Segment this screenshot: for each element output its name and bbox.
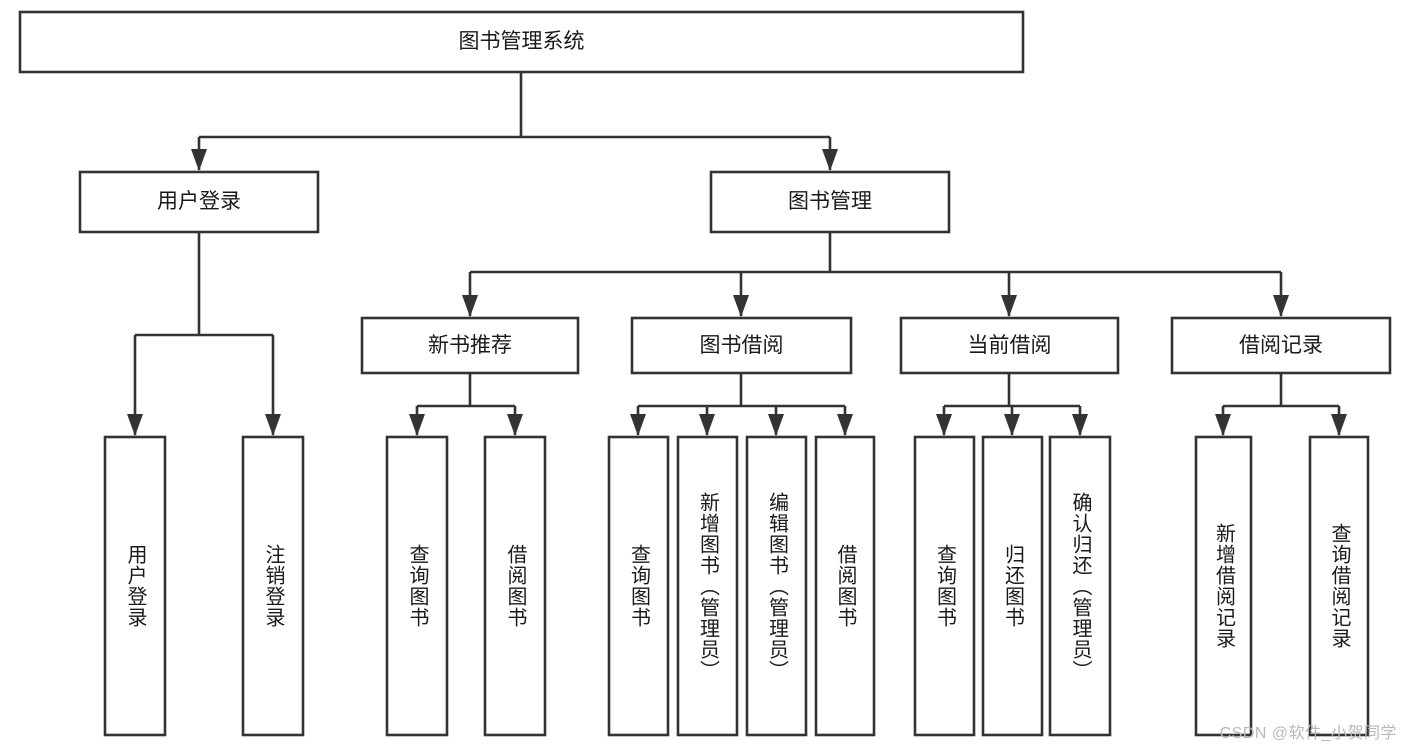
arrow-head-icon — [507, 414, 523, 436]
arrow-head-icon — [837, 414, 853, 436]
arrow-head-icon — [191, 149, 207, 171]
arrow-head-icon — [462, 295, 478, 317]
arrow-head-icon — [409, 414, 425, 436]
node-box-leaf-10[interactable] — [1048, 435, 1112, 737]
node-box-leaf-9[interactable] — [981, 435, 1044, 737]
connector-edges-layer — [127, 72, 1347, 436]
node-box-leaf-12[interactable] — [1308, 435, 1370, 737]
arrow-head-icon — [127, 414, 143, 436]
node-box-level2-0[interactable] — [360, 316, 580, 375]
arrow-head-icon — [1331, 414, 1347, 436]
node-box-leaf-11[interactable] — [1194, 435, 1253, 737]
csdn-watermark: CSDN @软件_小贺同学 — [1219, 725, 1397, 742]
node-box-level2-3[interactable] — [1170, 316, 1392, 375]
node-box-root-0[interactable] — [18, 10, 1025, 74]
arrow-head-icon — [1001, 295, 1017, 317]
arrow-head-icon — [630, 414, 646, 436]
arrow-head-icon — [733, 295, 749, 317]
node-box-level2-1[interactable] — [630, 316, 853, 375]
arrow-head-icon — [936, 414, 952, 436]
node-boxes-layer — [18, 10, 1392, 737]
arrow-head-icon — [1004, 414, 1020, 436]
node-box-leaf-8[interactable] — [913, 435, 976, 737]
node-box-level1-0[interactable] — [78, 170, 320, 234]
node-box-leaf-6[interactable] — [745, 435, 808, 737]
arrow-head-icon — [1072, 414, 1088, 436]
arrow-head-icon — [768, 414, 784, 436]
arrow-head-icon — [822, 149, 838, 171]
node-box-leaf-7[interactable] — [814, 435, 876, 737]
node-box-leaf-1[interactable] — [241, 435, 305, 737]
node-box-leaf-5[interactable] — [676, 435, 739, 737]
node-box-leaf-3[interactable] — [483, 435, 547, 737]
arrow-head-icon — [699, 414, 715, 436]
node-box-leaf-0[interactable] — [103, 435, 167, 737]
node-box-level2-2[interactable] — [899, 316, 1120, 375]
node-box-level1-1[interactable] — [709, 170, 951, 234]
node-box-leaf-4[interactable] — [607, 435, 670, 737]
arrow-head-icon — [1215, 414, 1231, 436]
node-box-leaf-2[interactable] — [385, 435, 449, 737]
arrow-head-icon — [265, 414, 281, 436]
arrow-head-icon — [1273, 295, 1289, 317]
